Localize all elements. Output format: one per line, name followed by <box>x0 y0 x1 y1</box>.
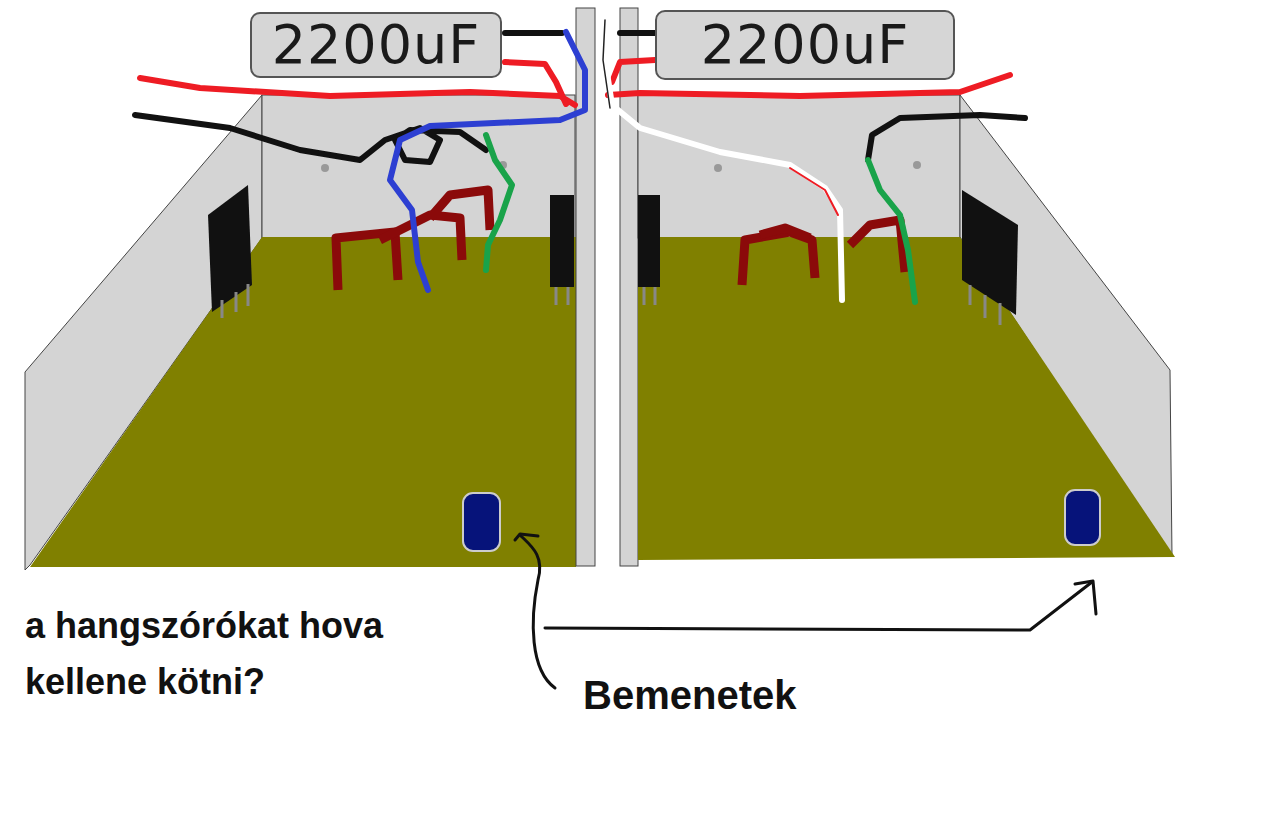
wire <box>868 115 1025 160</box>
capacitor-value: 2200uF <box>272 18 481 72</box>
wire <box>868 160 915 302</box>
input-jack <box>463 493 500 551</box>
board-floor <box>30 237 576 567</box>
callout-arrow <box>515 534 1096 688</box>
screw <box>913 161 921 169</box>
wire-outline <box>603 20 610 108</box>
wire <box>505 30 562 36</box>
capacitor-value: 2200uF <box>701 18 910 72</box>
wire <box>505 62 566 104</box>
question-note: a hangszórókat hova kellene kötni? <box>25 598 465 710</box>
capacitor-box: 2200uF <box>655 10 955 80</box>
wire <box>135 115 486 162</box>
board-floor <box>638 237 1175 560</box>
transistor <box>208 185 252 312</box>
input-jack <box>1065 490 1100 545</box>
wire <box>790 168 838 215</box>
wire <box>140 78 575 105</box>
transistor <box>550 195 574 287</box>
wire <box>620 30 655 36</box>
callout-label: Bemenetek <box>583 670 883 720</box>
transistor <box>638 195 660 287</box>
capacitor-box: 2200uF <box>250 12 502 78</box>
wire <box>486 135 512 270</box>
wire <box>612 60 655 82</box>
screw <box>321 164 329 172</box>
transistor <box>962 190 1018 315</box>
screw <box>714 164 722 172</box>
